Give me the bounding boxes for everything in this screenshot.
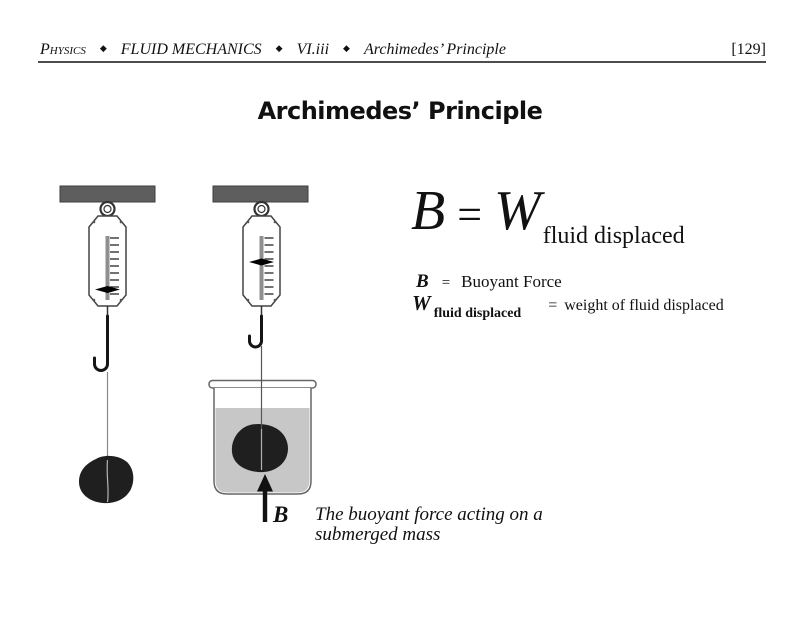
page-title: Archimedes’ Principle xyxy=(257,97,543,125)
header-section: FLUID MECHANICS xyxy=(120,41,262,58)
scale-assembly-submerged xyxy=(208,185,317,522)
header-subsection: VI.iii xyxy=(296,41,330,58)
buoyant-force-arrow-head xyxy=(257,474,273,492)
definition-buoyant-force: B = Buoyant Force xyxy=(416,272,562,291)
definition-equals: = xyxy=(441,275,451,291)
header-course: Physics xyxy=(40,41,86,58)
ceiling-bar xyxy=(212,185,309,203)
definition-meaning: Buoyant Force xyxy=(461,272,562,291)
scale-screw xyxy=(92,298,96,302)
string-over-mass xyxy=(106,459,109,503)
diamond-separator-icon: ◆ xyxy=(99,42,107,53)
formula-lhs: B xyxy=(411,180,446,242)
formula-equals: = xyxy=(457,190,483,239)
diamond-separator-icon: ◆ xyxy=(275,42,283,53)
scale-screw xyxy=(92,220,96,224)
definition-symbol: B xyxy=(416,271,429,292)
hanger-ring-inner xyxy=(103,204,112,214)
hanger-ring-inner xyxy=(257,204,266,214)
buoyant-force-arrow-shaft xyxy=(262,490,268,522)
formula-rhs: W xyxy=(494,180,541,242)
figure-caption-line2: submerged mass xyxy=(315,524,441,545)
scale-ticks xyxy=(110,237,119,295)
hook xyxy=(93,314,109,372)
definition-symbol-subscript: fluid displaced xyxy=(433,306,522,321)
scale-screw xyxy=(119,298,123,302)
diamond-separator-icon: ◆ xyxy=(343,42,350,53)
submerged-mass xyxy=(231,423,288,473)
formula-archimedes: B = W fluid displaced xyxy=(411,180,685,248)
scale-pointer xyxy=(249,258,274,266)
header-rule xyxy=(38,61,766,63)
scale-rod xyxy=(259,236,264,300)
scale-screw xyxy=(273,298,277,302)
definition-symbol: W xyxy=(412,291,431,315)
scale-screw xyxy=(119,220,123,224)
scale-screw xyxy=(246,298,250,302)
hanger-ring xyxy=(253,200,270,218)
suspended-mass xyxy=(79,455,134,504)
formula-rhs-subscript: fluid displaced xyxy=(542,223,685,249)
figure-caption: The buoyant force acting on a submerged … xyxy=(315,505,543,545)
definition-weight-fluid-displaced: W fluid displaced = weight of fluid disp… xyxy=(412,291,724,321)
scale-ticks xyxy=(264,237,274,295)
beaker-rim xyxy=(208,379,317,389)
page-header: Physics ◆ FLUID MECHANICS ◆ VI.iii ◆ Arc… xyxy=(40,41,506,59)
scale-assembly-air xyxy=(59,185,156,504)
page-number: [129] xyxy=(731,41,766,58)
definition-meaning: weight of fluid displaced xyxy=(564,297,724,314)
header-topic: Archimedes’ Principle xyxy=(363,41,506,58)
scale-rod xyxy=(105,236,110,300)
scale-screw xyxy=(246,220,250,224)
buoyant-arrow-label: B xyxy=(273,502,289,527)
ceiling-bar xyxy=(59,185,156,203)
hanger-ring xyxy=(99,200,116,218)
definition-equals: = xyxy=(548,297,558,314)
hook xyxy=(248,314,263,349)
figure-caption-line1: The buoyant force acting on a xyxy=(315,504,543,525)
scale-screw xyxy=(273,220,277,224)
scale-pointer xyxy=(95,286,120,293)
